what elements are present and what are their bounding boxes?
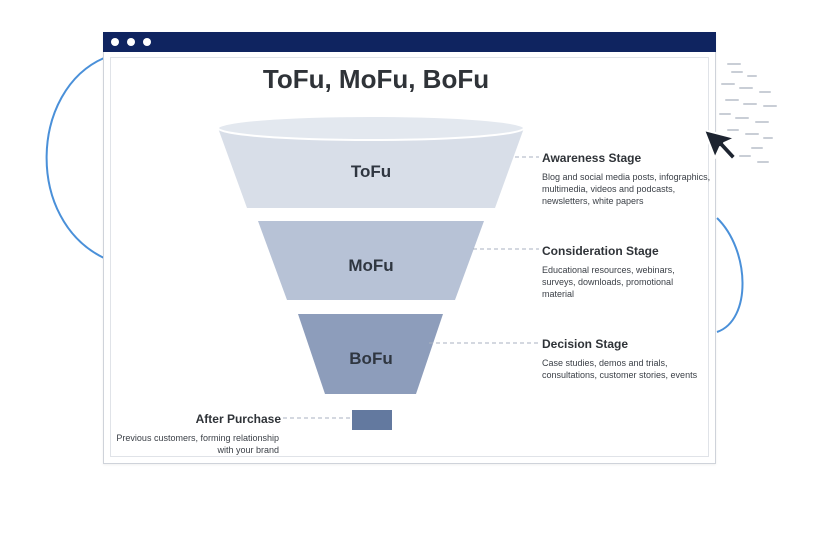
window-dot-1[interactable] <box>111 38 119 46</box>
window-titlebar <box>103 32 716 52</box>
mouse-pointer-icon <box>703 129 737 161</box>
mofu-segment <box>258 221 484 300</box>
mofu-label: MoFu <box>348 256 394 275</box>
decision-stage-description: Case studies, demos and trials, consulta… <box>542 358 698 380</box>
consideration-stage-description: Educational resources, webinars, surveys… <box>542 265 675 299</box>
consideration-stage: Consideration Stage Educational resource… <box>542 244 717 300</box>
window-dot-2[interactable] <box>127 38 135 46</box>
decision-stage-title: Decision Stage <box>542 337 629 351</box>
awareness-stage: Awareness Stage Blog and social media po… <box>542 151 717 207</box>
left-arc-decoration <box>45 57 105 259</box>
after-purchase-segment <box>352 410 392 430</box>
awareness-stage-description: Blog and social media posts, infographic… <box>542 172 711 206</box>
funnel-rim <box>217 115 525 141</box>
awareness-stage-title: Awareness Stage <box>542 151 642 165</box>
window-dot-3[interactable] <box>143 38 151 46</box>
browser-window: ToFu, MoFu, BoFu ToFu MoFu BoFu Awarenes… <box>103 32 716 464</box>
tofu-segment <box>218 128 524 208</box>
after-purchase-title: After Purchase <box>195 412 281 426</box>
diagram-title: ToFu, MoFu, BoFu <box>262 64 490 94</box>
bofu-segment <box>298 314 443 394</box>
after-purchase-description: Previous customers, forming relationship… <box>116 433 279 455</box>
consideration-stage-title: Consideration Stage <box>542 244 659 258</box>
right-arc-decoration <box>716 217 744 333</box>
funnel-graphic <box>217 115 539 430</box>
dash-pattern-decoration <box>719 63 777 163</box>
decision-stage: Decision Stage Case studies, demos and t… <box>542 337 717 381</box>
diagram-canvas: ToFu, MoFu, BoFu ToFu MoFu BoFu Awarenes… <box>110 57 710 457</box>
bofu-label: BoFu <box>349 349 393 368</box>
tofu-label: ToFu <box>350 162 392 181</box>
